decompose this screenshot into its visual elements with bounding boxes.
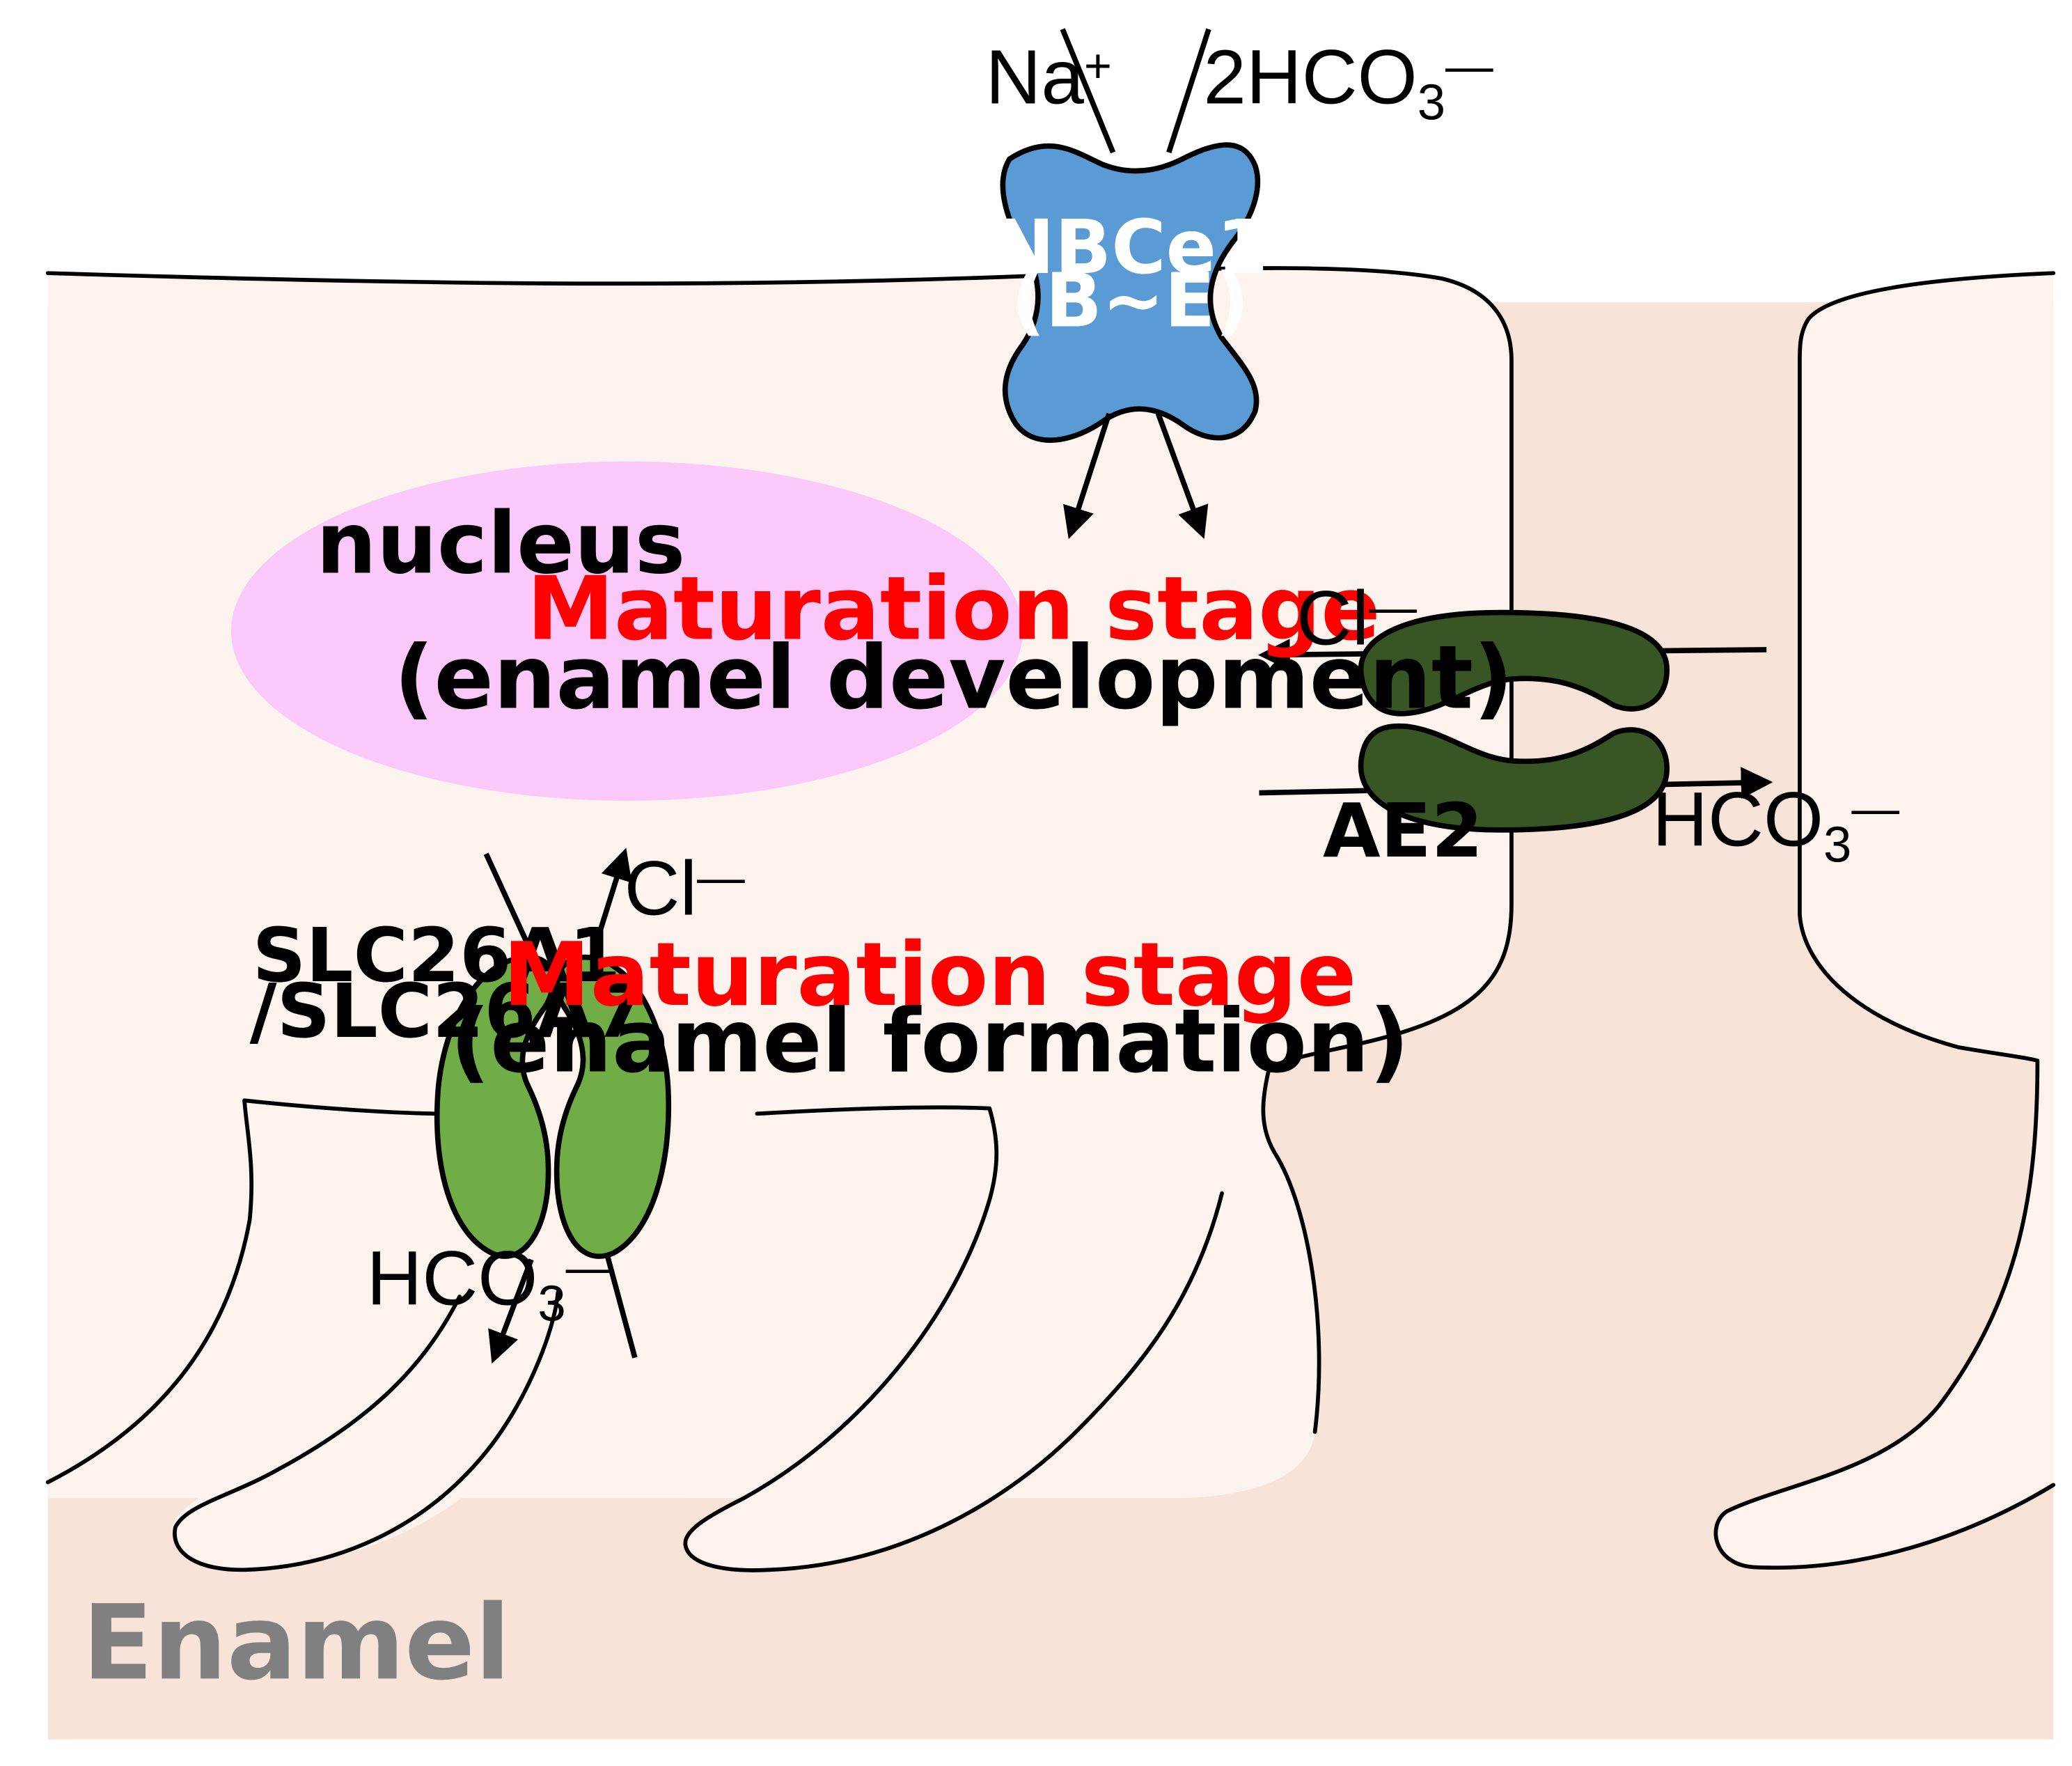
ae2-bicarbonate-label: HCO3— [1652, 777, 1899, 873]
slc-bicarbonate-label: HCO3— [367, 1236, 614, 1332]
ae2-exchanger [1257, 609, 1773, 833]
nucleus [230, 461, 1023, 801]
ae2-cl-label: Cl— [1296, 575, 1418, 661]
slc26-name-line1: SLC26A1 [252, 913, 620, 999]
slc-cl-label: Cl— [625, 846, 746, 932]
enamel-formation-label: (enamel formation) [450, 990, 1409, 1092]
maturation-stage-development-title: Maturation stage [527, 558, 1381, 660]
maturation-stage-formation-title: Maturation stage [503, 923, 1356, 1026]
tomes-process-2 [685, 1107, 1211, 1570]
na-ion-label: Na+ [986, 35, 1113, 120]
nbce1-transporter [1000, 28, 1261, 540]
nbce1-arrow-bicarb [1155, 412, 1209, 539]
nucleus-label: nucleus [316, 494, 685, 593]
nbce1-arrow-na [1063, 412, 1112, 540]
enamel-development-label: (enamel development) [394, 627, 1514, 729]
slc-arrow-bicarb [488, 1258, 534, 1364]
nbce1-variants: (B~E) [1012, 258, 1250, 344]
tomes-process-left [47, 1100, 680, 1566]
nbce1-bicarbonate-label: 2HCO3— [1203, 35, 1493, 131]
enamel-label: Enamel [82, 1583, 510, 1703]
membrane-outlines [45, 266, 2056, 1572]
nbce1-name: NBCe1 [992, 205, 1268, 291]
slc26-transporter [434, 847, 672, 1364]
slc26-name-line2: /SLC26A7 [250, 969, 645, 1055]
tomes-process-1 [172, 1097, 545, 1570]
ae2-name: AE2 [1323, 788, 1483, 875]
